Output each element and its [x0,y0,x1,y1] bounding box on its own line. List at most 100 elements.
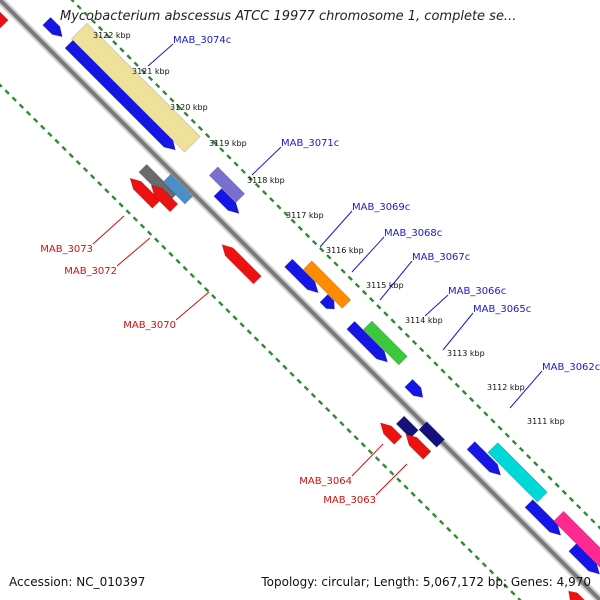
tick-mark [211,293,217,300]
tick-mark [390,318,396,324]
tick-mark [497,425,503,431]
tick-mark [40,124,46,130]
tick-mark [283,211,289,217]
tick-mark [433,361,439,367]
tick-label: 3115 kbp [366,281,404,290]
tick-mark [431,512,438,518]
tick-mark [354,282,361,289]
tick-mark [554,482,560,488]
tick-mark [326,254,332,260]
tick-mark [218,301,224,307]
tick-mark [495,576,502,582]
gene-MAB_3071c [208,166,246,203]
tick-mark [561,489,567,495]
cds-arrow [213,187,240,215]
tick-mark [97,181,103,187]
cds-arrow [42,16,63,38]
tick-mark [503,583,509,589]
accession-text: Accession: NC_010397 [9,575,146,589]
tick-label: 3114 kbp [405,316,443,325]
tick-mark [446,526,452,533]
tick-mark [289,371,295,377]
tick-mark [296,378,302,384]
tick-mark [376,304,382,310]
tick-mark [347,275,353,281]
tick-mark [112,40,118,46]
tick-mark [453,533,459,540]
tick-mark [597,525,600,530]
tick-mark [90,18,97,25]
tick-mark [460,540,466,547]
tick-mark [367,449,374,455]
tick-mark [389,470,395,476]
gene-MAB_3074c [70,22,201,153]
tick-mark [133,61,139,67]
tick-mark [411,339,418,346]
cds-arrow-reverse [568,590,586,600]
tick-mark [396,477,402,483]
tick-mark [304,232,311,239]
tick-mark [325,406,331,413]
cds-arrow-reverse [379,422,403,445]
tick-mark [403,484,409,490]
tick-mark [232,315,238,321]
gene-MAB_3069c [302,260,352,309]
cds-arrow [319,293,335,310]
tick-mark [426,354,432,360]
tick-mark [246,329,252,335]
tick-mark [454,382,460,388]
tick-mark [254,182,261,189]
tick-mark [132,216,138,222]
gene-label: MAB_3068c [384,228,442,239]
tick-label: 3113 kbp [447,349,485,358]
tick-mark [189,272,195,279]
tick-mark [290,218,296,224]
tick-label: 3121 kbp [132,67,170,76]
tick-mark [297,225,303,231]
tick-mark [418,346,425,353]
tick-mark [467,547,473,554]
tick-mark [32,117,39,123]
tick-mark [226,154,232,160]
tick-mark [568,496,575,503]
tick-mark [481,562,488,568]
tick-mark [240,168,246,174]
tick-mark [269,197,275,203]
cds-arrow [284,258,319,294]
tick-mark [490,418,496,424]
tick-mark [182,265,188,272]
tick-mark [374,456,381,462]
tick-mark [260,343,267,349]
tick-mark [382,463,388,469]
tick-mark [0,83,3,88]
tick-mark [511,439,518,446]
tick-label: 3112 kbp [487,383,525,392]
tick-mark [175,258,181,265]
tick-mark [161,244,167,250]
gene-label: MAB_3071c [281,138,339,149]
tick-mark [253,336,260,342]
tick-mark [247,175,254,182]
tick-mark [417,498,423,504]
label-leader-line [351,236,385,273]
gene-MAB_3063 [418,421,445,448]
tick-mark [468,396,475,403]
tick-mark [410,491,416,497]
gene-label: MAB_3072 [64,266,117,277]
tick-mark [204,132,211,139]
tick-mark [310,392,317,399]
tick-mark [25,110,32,116]
tick-mark [197,125,204,132]
tick-mark [68,152,74,159]
gene-MAB_3067c [362,320,408,366]
tick-mark [275,357,281,363]
topology-summary: Topology: circular; Length: 5,067,172 bp… [261,575,591,589]
tick-mark [61,145,67,152]
label-leader-line [509,370,543,409]
tick-mark [575,503,582,510]
tick-mark [383,311,389,317]
gene-label: MAB_3070 [123,320,176,331]
tick-mark [11,96,17,102]
